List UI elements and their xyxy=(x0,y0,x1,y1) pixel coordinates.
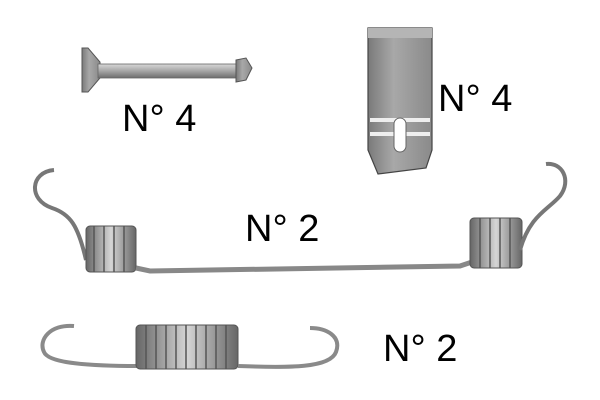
long-spring-part xyxy=(33,161,568,274)
clip-label: N° 4 xyxy=(438,78,513,120)
short-spring-label: N° 2 xyxy=(383,328,458,370)
pin-part xyxy=(81,47,253,93)
pin-label: N° 4 xyxy=(122,98,197,140)
clip-part xyxy=(367,27,433,175)
short-spring-part xyxy=(40,323,340,370)
long-spring-label: N° 2 xyxy=(245,208,320,250)
